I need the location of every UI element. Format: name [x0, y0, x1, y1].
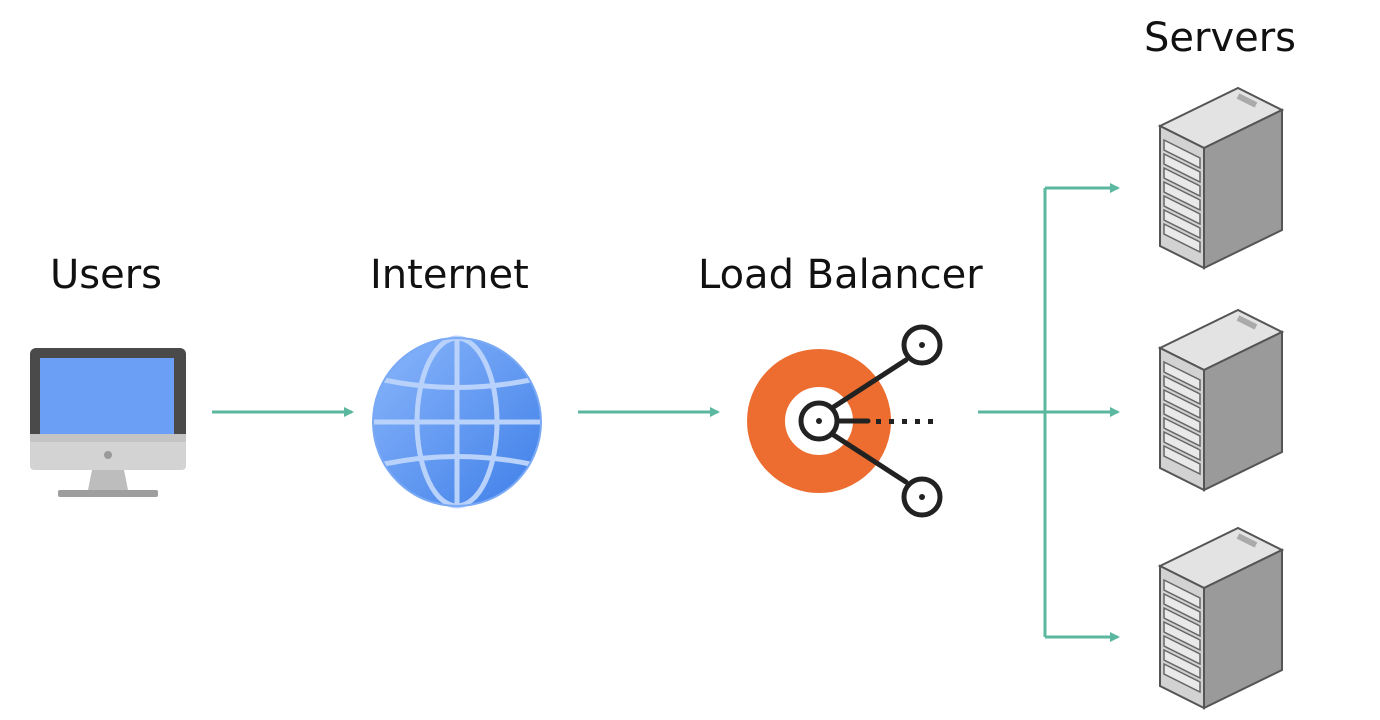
- servers-label: Servers: [1144, 15, 1297, 61]
- load-balancer-label: Load Balancer: [698, 252, 983, 298]
- load-balancer-icon: [747, 324, 943, 518]
- connector-arrows: [212, 183, 1120, 642]
- globe-icon: [372, 335, 542, 509]
- server-rack-icon: [1157, 308, 1285, 492]
- desktop-monitor-icon: [30, 348, 186, 497]
- server-rack-icon: [1157, 526, 1285, 710]
- users-label: Users: [50, 252, 163, 298]
- internet-label: Internet: [370, 252, 529, 298]
- server-rack-icon: [1157, 86, 1285, 270]
